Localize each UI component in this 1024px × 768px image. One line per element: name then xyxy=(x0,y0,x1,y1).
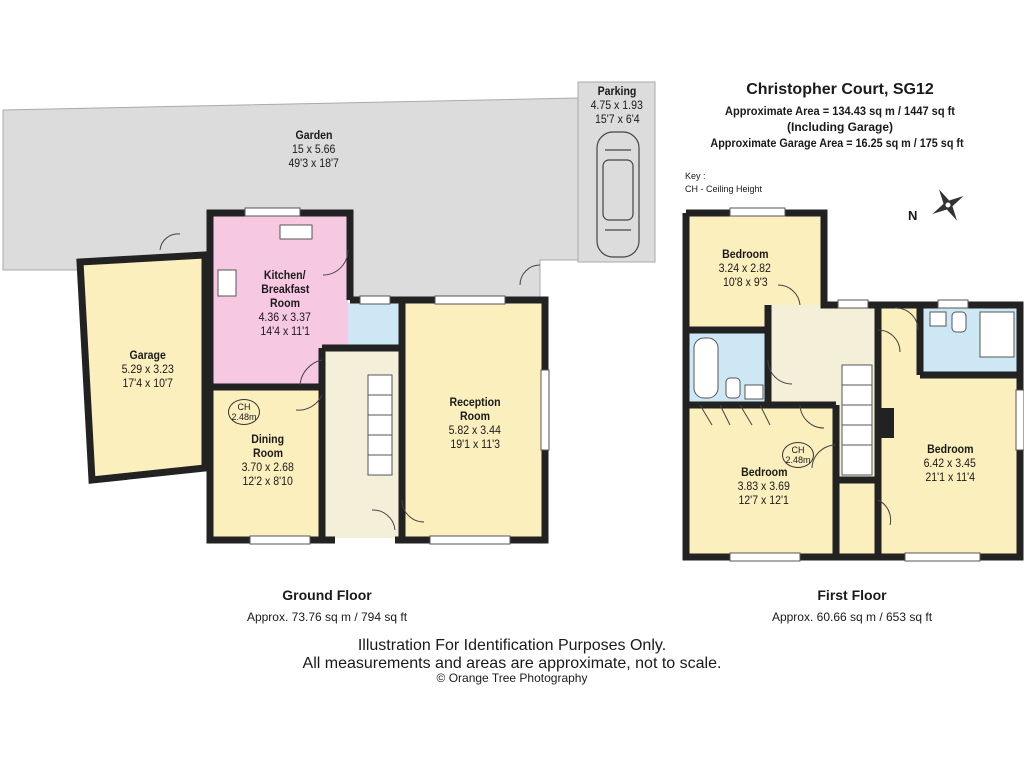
bedroom-left-metric: 3.83 x 3.69 xyxy=(737,479,791,493)
dining-imperial: 12'2 x 8'10 xyxy=(242,474,294,488)
garage-imperial: 17'4 x 10'7 xyxy=(122,376,173,390)
bedroom-left-label: Bedroom 3.83 x 3.69 12'7 x 12'1 xyxy=(714,465,814,507)
key-entry: CH - Ceiling Height xyxy=(685,184,763,194)
footer-copyright: © Orange Tree Photography xyxy=(436,671,588,685)
bedroom-top-label: Bedroom 3.24 x 2.82 10'8 x 9'3 xyxy=(695,247,795,289)
cupboard xyxy=(838,480,878,557)
garage-metric: 5.29 x 3.23 xyxy=(121,362,174,376)
first-floor-area: Approx. 60.66 sq m / 653 sq ft xyxy=(771,610,933,624)
footer-disclaimer-1: Illustration For Identification Purposes… xyxy=(357,637,667,654)
reception-label: Reception Room 5.82 x 3.44 19'1 x 11'3 xyxy=(425,395,525,451)
ground-floor-area: Approx. 73.76 sq m / 794 sq ft xyxy=(246,610,408,624)
ground-floor-title: Ground Floor xyxy=(282,587,372,603)
parking-name: Parking xyxy=(597,84,637,98)
garage-area: Approximate Garage Area = 16.25 sq m / 1… xyxy=(710,136,964,150)
car-icon xyxy=(596,131,640,258)
bedroom-top-imperial: 10'8 x 9'3 xyxy=(722,275,768,289)
garden-metric: 15 x 5.66 xyxy=(292,142,336,156)
garage-name: Garage xyxy=(129,348,166,362)
kitchen-name-3: Room xyxy=(270,296,300,310)
approx-area: Approximate Area = 134.43 sq m / 1447 sq… xyxy=(724,104,955,118)
first-floor-stairs xyxy=(841,364,873,476)
reception-room xyxy=(402,303,544,538)
parking-metric: 4.75 x 1.93 xyxy=(590,98,644,112)
first-floor-title: First Floor xyxy=(817,587,887,603)
key-label: Key : xyxy=(685,171,706,181)
garden-imperial: 49'3 x 18'7 xyxy=(288,156,340,170)
first-ch-value: 2.48m xyxy=(785,455,811,465)
dining-name-2: Room xyxy=(253,446,283,460)
kitchen-metric: 4.36 x 3.37 xyxy=(258,310,312,324)
first-ch-label: CH xyxy=(791,445,805,455)
ground-floor-windows xyxy=(244,207,550,545)
kitchen-name-2: Breakfast xyxy=(260,282,310,296)
kitchen-name-1: Kitchen/ xyxy=(264,268,306,282)
reception-name-2: Room xyxy=(460,409,490,423)
dining-metric: 3.70 x 2.68 xyxy=(241,460,295,474)
ground-ch-label: CH xyxy=(237,402,251,412)
bedroom-right-label: Bedroom 6.42 x 3.45 21'1 x 11'4 xyxy=(900,442,1000,484)
ground-floor-doors xyxy=(295,249,541,531)
garage-room xyxy=(76,251,209,484)
dining-name-1: Dining xyxy=(251,432,285,446)
ground-ch-value: 2.48m xyxy=(231,412,257,422)
page-title: Christopher Court, SG12 xyxy=(746,81,934,98)
first-floor-walls xyxy=(682,209,1024,561)
reception-imperial: 19'1 x 11'3 xyxy=(450,437,500,451)
parking-imperial: 15'7 x 6'4 xyxy=(594,112,640,126)
bathroom-fittings xyxy=(693,311,1015,400)
bedroom-right-imperial: 21'1 x 11'4 xyxy=(925,470,975,484)
parking-label: Parking 4.75 x 1.93 15'7 x 6'4 xyxy=(578,84,656,126)
dining-label: Dining Room 3.70 x 2.68 12'2 x 8'10 xyxy=(218,432,318,488)
first-floor-windows xyxy=(729,207,1024,562)
ground-ceiling-height-badge: CH 2.48m xyxy=(228,399,260,425)
bedroom-right-name: Bedroom xyxy=(926,442,974,456)
first-ceiling-height-badge: CH 2.48m xyxy=(782,442,814,468)
ground-floor-stairs xyxy=(367,374,393,476)
kitchen-label: Kitchen/ Breakfast Room 4.36 x 3.37 14'4… xyxy=(235,268,335,338)
garden-label: Garden 15 x 5.66 49'3 x 18'7 xyxy=(254,128,374,170)
compass-north: N xyxy=(908,208,918,223)
footer-disclaimer-2: All measurements and areas are approxima… xyxy=(302,655,722,672)
bedroom-right-metric: 6.42 x 3.45 xyxy=(923,456,977,470)
bedroom-top-metric: 3.24 x 2.82 xyxy=(718,261,772,275)
wc-room xyxy=(348,303,400,349)
compass-icon xyxy=(932,189,964,221)
including-garage: (Including Garage) xyxy=(786,120,893,134)
garage-label: Garage 5.29 x 3.23 17'4 x 10'7 xyxy=(95,348,200,390)
first-floor-doors xyxy=(699,284,919,526)
kitchen-imperial: 14'4 x 11'1 xyxy=(260,324,310,338)
bedroom-top-name: Bedroom xyxy=(721,247,769,261)
reception-metric: 5.82 x 3.44 xyxy=(448,423,502,437)
bedroom-left-room xyxy=(686,405,836,557)
bedroom-left-name: Bedroom xyxy=(740,465,788,479)
bedroom-left-imperial: 12'7 x 12'1 xyxy=(738,493,790,507)
bedroom-right-room xyxy=(880,305,1020,557)
reception-name-1: Reception xyxy=(449,395,501,409)
garden-name: Garden xyxy=(295,128,333,142)
